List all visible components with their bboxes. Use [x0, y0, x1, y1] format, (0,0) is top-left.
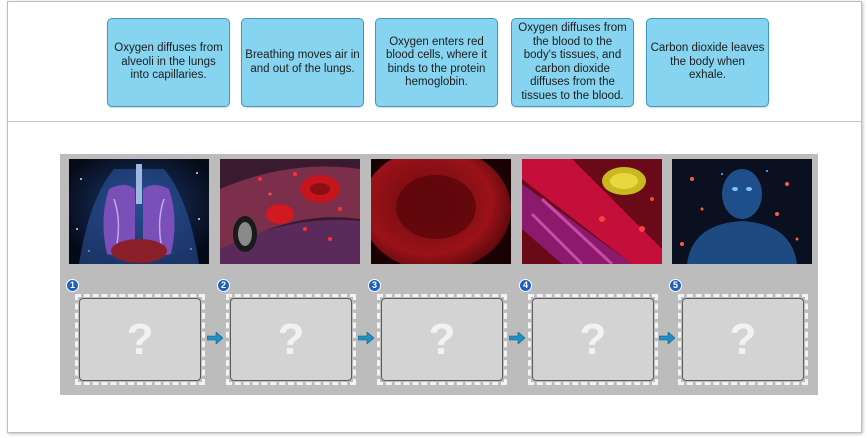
arrow-right-icon: [659, 332, 675, 344]
placeholder-question-mark: ?: [126, 314, 154, 364]
answer-card-4[interactable]: Oxygen diffuses from the blood to the bo…: [511, 18, 634, 107]
drop-slot-3[interactable]: ?: [377, 294, 507, 385]
human-body-icon: [672, 159, 812, 264]
step-number-badge: 5: [669, 279, 682, 292]
answer-card-text: Oxygen diffuses from alveoli in the lung…: [114, 42, 223, 82]
drop-slot-box[interactable]: ?: [532, 298, 654, 381]
drop-slot-5[interactable]: ?: [678, 294, 808, 385]
tissue-cells-icon: [522, 159, 662, 264]
step-number-badge: 2: [217, 279, 230, 292]
answer-card-5[interactable]: Carbon dioxide leaves the body when exha…: [646, 18, 769, 107]
arrow-right-icon: [509, 332, 525, 344]
drop-slot-box[interactable]: ?: [230, 298, 352, 381]
drop-slot-4[interactable]: ?: [528, 294, 658, 385]
answer-card-3[interactable]: Oxygen enters red blood cells, where it …: [375, 18, 498, 107]
sequence-panel: 1 2 3 4 5 ? ? ? ? ?: [60, 154, 818, 395]
step-number-badge: 1: [66, 279, 79, 292]
drop-slot-box[interactable]: ?: [79, 298, 201, 381]
answer-card-text: Oxygen enters red blood cells, where it …: [386, 35, 487, 89]
arrow-right-icon: [207, 332, 223, 344]
drop-slot-2[interactable]: ?: [226, 294, 356, 385]
step-number-badge: 4: [519, 279, 532, 292]
placeholder-question-mark: ?: [579, 314, 607, 364]
arrow-right-icon: [358, 332, 374, 344]
red-blood-cell-icon: [371, 159, 511, 264]
step-number-badge: 3: [368, 279, 381, 292]
drop-slot-box[interactable]: ?: [682, 298, 804, 381]
capillary-blood-cells-icon: [220, 159, 360, 264]
drop-slot-box[interactable]: ?: [381, 298, 503, 381]
drop-slot-1[interactable]: ?: [75, 294, 205, 385]
section-divider: [8, 121, 861, 122]
answer-card-2[interactable]: Breathing moves air in and out of the lu…: [241, 18, 364, 107]
answer-card-text: Carbon dioxide leaves the body when exha…: [650, 42, 765, 82]
placeholder-question-mark: ?: [428, 314, 456, 364]
answer-card-1[interactable]: Oxygen diffuses from alveoli in the lung…: [107, 18, 230, 107]
answer-card-text: Breathing moves air in and out of the lu…: [245, 49, 360, 75]
placeholder-question-mark: ?: [277, 314, 305, 364]
answer-card-text: Oxygen diffuses from the blood to the bo…: [518, 22, 627, 102]
lungs-icon: [69, 159, 209, 264]
placeholder-question-mark: ?: [729, 314, 757, 364]
